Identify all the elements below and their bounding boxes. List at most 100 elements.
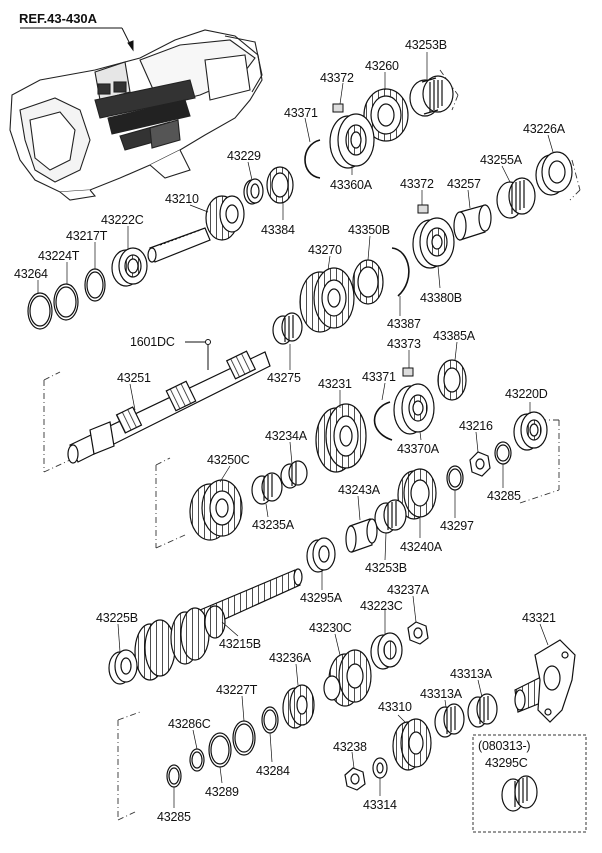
part-label-43226A: 43226A xyxy=(523,122,565,136)
part-43238-nut xyxy=(344,767,366,791)
part-label-43255A: 43255A xyxy=(480,153,522,167)
part-label-43236A: 43236A xyxy=(269,651,311,665)
part-label-43275: 43275 xyxy=(267,371,301,385)
part-43310-gear xyxy=(392,718,432,771)
part-label-43285-a: 43285 xyxy=(487,489,521,503)
axis-leaders xyxy=(43,69,581,821)
part-43295A-bearing xyxy=(306,537,336,573)
part-label-43372-b: 43372 xyxy=(400,177,434,191)
part-label-43384: 43384 xyxy=(261,223,295,237)
part-label-43372-a: 43372 xyxy=(320,71,354,85)
part-label-43238: 43238 xyxy=(333,740,367,754)
part-43360A-synchronizer xyxy=(329,113,375,169)
part-label-43321: 43321 xyxy=(522,611,556,625)
part-label-43373: 43373 xyxy=(387,337,421,351)
part-label-43217T: 43217T xyxy=(66,229,108,243)
part-label-43297: 43297 xyxy=(440,519,474,533)
part-label-43229: 43229 xyxy=(227,149,261,163)
part-43373-key xyxy=(402,367,414,377)
part-label-43240A: 43240A xyxy=(400,540,442,554)
part-label-43243A: 43243A xyxy=(338,483,380,497)
part-label-43270: 43270 xyxy=(308,243,342,257)
part-label-43289: 43289 xyxy=(205,785,239,799)
part-43275-needle-bearing xyxy=(272,312,303,345)
part-label-43231: 43231 xyxy=(318,377,352,391)
part-43372-key xyxy=(332,103,429,214)
part-43224T-snap-ring xyxy=(53,283,79,321)
part-label-43253B-top: 43253B xyxy=(405,38,447,52)
part-label-43237A: 43237A xyxy=(387,583,429,597)
part-43321-flange xyxy=(514,639,576,723)
part-label-080313: (080313-) xyxy=(478,739,531,753)
part-43215B-counter-gear xyxy=(134,568,303,681)
reference-label: REF.43-430A xyxy=(19,11,98,26)
part-43313A-needle-bearing-b xyxy=(434,703,465,738)
part-label-43260: 43260 xyxy=(365,59,399,73)
part-43260-gear xyxy=(363,88,409,142)
part-43229-ring xyxy=(243,178,264,205)
part-label-43251: 43251 xyxy=(117,371,151,385)
part-43384-synchro-ring xyxy=(266,166,294,204)
part-label-43230C: 43230C xyxy=(309,621,352,635)
part-label-43222C: 43222C xyxy=(101,213,144,227)
part-43230C-gear xyxy=(323,649,372,707)
part-43223C-bearing xyxy=(370,632,403,670)
part-43253B-needle-bearing-mid xyxy=(374,499,407,534)
label-leaders xyxy=(37,52,554,808)
part-43222C-bearing xyxy=(111,247,148,287)
part-43243A-sleeve xyxy=(345,518,378,553)
part-label-43380B: 43380B xyxy=(420,291,462,305)
part-43285-washer-b xyxy=(166,764,182,788)
part-43234A-needle-bearing xyxy=(280,460,308,489)
reference-leader xyxy=(20,27,134,52)
part-43253B-needle-bearing xyxy=(409,75,454,117)
part-label-43264: 43264 xyxy=(14,267,48,281)
part-43257-sleeve xyxy=(453,204,492,241)
part-43225B-bearing xyxy=(108,649,138,685)
part-label-43360A: 43360A xyxy=(330,178,372,192)
transmission-housing-image xyxy=(9,29,263,201)
part-43251-main-shaft xyxy=(67,350,271,464)
part-label-43313A-b: 43313A xyxy=(420,687,462,701)
part-43295C-option-box xyxy=(472,734,587,833)
part-label-43350B: 43350B xyxy=(348,223,390,237)
part-43226A-bearing xyxy=(535,151,573,196)
part-43285-washer-a xyxy=(494,441,512,465)
part-label-43250C: 43250C xyxy=(207,453,250,467)
part-43210-input-shaft xyxy=(147,195,245,263)
part-label-43295A: 43295A xyxy=(300,591,342,605)
part-label-43284: 43284 xyxy=(256,764,290,778)
part-43297-ring xyxy=(446,465,464,491)
part-43387-snap-ring xyxy=(391,247,410,297)
part-43284-ring xyxy=(261,706,279,734)
part-label-43385A: 43385A xyxy=(433,329,475,343)
part-43217T-snap-ring xyxy=(84,268,106,302)
part-label-43210: 43210 xyxy=(165,192,199,206)
part-label-43371-b: 43371 xyxy=(362,370,396,384)
part-label-43313A-a: 43313A xyxy=(450,667,492,681)
part-43231-gear xyxy=(315,403,367,473)
part-43385A-synchro-ring xyxy=(437,359,467,401)
part-label-43387: 43387 xyxy=(387,317,421,331)
part-label-43371-a: 43371 xyxy=(284,106,318,120)
part-label-43285-b: 43285 xyxy=(157,810,191,824)
part-43255A-needle-bearing xyxy=(496,177,536,219)
part-label-43257: 43257 xyxy=(447,177,481,191)
part-43370A-synchronizer xyxy=(393,383,435,435)
part-43236A-gear xyxy=(282,684,315,729)
part-label-1601DC: 1601DC xyxy=(130,335,175,349)
part-label-43253B-mid: 43253B xyxy=(365,561,407,575)
part-label-43225B: 43225B xyxy=(96,611,138,625)
part-43313A-needle-bearing-a xyxy=(467,693,498,728)
part-43270-gear xyxy=(299,267,355,333)
part-label-43295C: 43295C xyxy=(485,756,528,770)
part-label-43215B: 43215B xyxy=(219,637,261,651)
part-43380B-synchronizer xyxy=(412,217,455,269)
part-label-43234A: 43234A xyxy=(265,429,307,443)
part-label-43223C: 43223C xyxy=(360,599,403,613)
part-label-43286C: 43286C xyxy=(168,717,211,731)
part-label-43224T: 43224T xyxy=(38,249,80,263)
part-43216-nut xyxy=(469,451,491,477)
